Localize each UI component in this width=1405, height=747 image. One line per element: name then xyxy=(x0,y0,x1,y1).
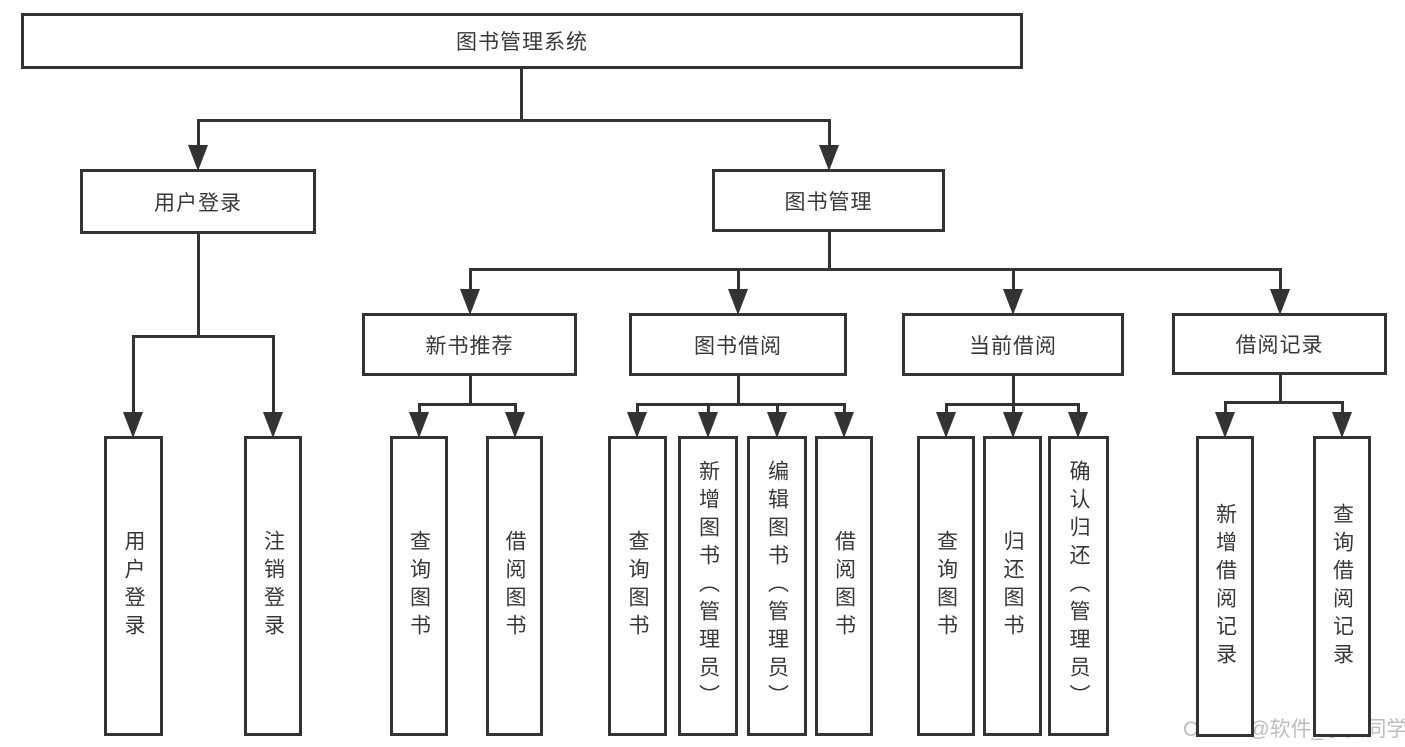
edge-drop-current-borrowing-0 xyxy=(944,404,948,416)
edge-drop-root-0 xyxy=(196,120,200,149)
arrowhead-down-icon xyxy=(123,412,143,438)
edge-drop-book-borrowing-0 xyxy=(635,404,639,416)
edge-trunk-current-borrowing xyxy=(1011,376,1015,404)
arrowhead-down-icon xyxy=(1003,412,1023,438)
arrowhead-down-icon xyxy=(1003,289,1023,315)
edge-drop-book-borrowing-2 xyxy=(775,404,779,416)
node-label-book-borrowing: 图书借阅 xyxy=(694,334,782,358)
edge-drop-new-book-recommend-1 xyxy=(513,404,517,416)
node-label-leaf-query-book-3: 查询图书 xyxy=(934,530,958,642)
arrowhead-down-icon xyxy=(263,412,283,438)
edge-drop-book-management-0 xyxy=(468,269,472,293)
node-leaf-add-record: 新增借阅记录 xyxy=(1196,436,1254,737)
node-leaf-user-login: 用户登录 xyxy=(104,436,163,736)
node-borrowing-records: 借阅记录 xyxy=(1172,313,1387,375)
edge-drop-book-management-2 xyxy=(1011,269,1015,293)
edge-bar-book-management xyxy=(468,267,1282,271)
node-leaf-logout: 注销登录 xyxy=(244,436,302,736)
node-label-leaf-add-book: 新增图书（管理员） xyxy=(696,460,720,712)
node-leaf-query-record: 查询借阅记录 xyxy=(1313,436,1371,737)
arrowhead-down-icon xyxy=(728,289,748,315)
node-label-leaf-borrow-book-2: 借阅图书 xyxy=(832,530,856,642)
node-label-leaf-return-book: 归还图书 xyxy=(1001,530,1024,642)
edge-trunk-root xyxy=(519,69,523,120)
edge-drop-current-borrowing-1 xyxy=(1011,404,1015,416)
edge-drop-user-login-0 xyxy=(131,336,135,416)
arrowhead-down-icon xyxy=(1068,412,1088,438)
node-label-leaf-user-login: 用户登录 xyxy=(122,530,145,642)
edge-drop-root-1 xyxy=(827,120,831,149)
node-root: 图书管理系统 xyxy=(21,13,1023,69)
arrowhead-down-icon xyxy=(819,145,839,171)
edge-bar-borrowing-records xyxy=(1223,400,1344,404)
node-label-leaf-confirm-return: 确认归还（管理员） xyxy=(1067,460,1090,712)
node-label-root: 图书管理系统 xyxy=(456,31,588,54)
edge-trunk-user-login xyxy=(196,234,200,336)
node-label-new-book-recommend: 新书推荐 xyxy=(425,334,514,358)
edge-trunk-borrowing-records xyxy=(1278,375,1282,402)
node-leaf-edit-book: 编辑图书（管理员） xyxy=(747,436,807,736)
node-label-leaf-query-book-1: 查询图书 xyxy=(407,530,431,642)
node-label-leaf-query-book-2: 查询图书 xyxy=(626,530,649,642)
arrowhead-down-icon xyxy=(188,145,208,171)
node-label-current-borrowing: 当前借阅 xyxy=(969,334,1057,358)
edge-drop-book-borrowing-1 xyxy=(706,404,710,416)
node-label-user-login: 用户登录 xyxy=(154,191,242,215)
node-leaf-confirm-return: 确认归还（管理员） xyxy=(1048,436,1109,736)
edge-drop-current-borrowing-2 xyxy=(1076,404,1080,416)
node-label-leaf-edit-book: 编辑图书（管理员） xyxy=(765,460,789,712)
node-label-leaf-add-record: 新增借阅记录 xyxy=(1213,502,1237,671)
node-label-borrowing-records: 借阅记录 xyxy=(1235,334,1324,357)
edge-drop-borrowing-records-1 xyxy=(1340,402,1344,416)
edge-drop-book-management-1 xyxy=(736,269,740,293)
node-leaf-borrow-book-1: 借阅图书 xyxy=(486,436,543,736)
node-book-management: 图书管理 xyxy=(712,169,945,232)
node-new-book-recommend: 新书推荐 xyxy=(362,313,577,376)
node-leaf-add-book: 新增图书（管理员） xyxy=(678,436,738,736)
arrowhead-down-icon xyxy=(767,412,787,438)
node-leaf-query-book-1: 查询图书 xyxy=(390,436,448,736)
node-leaf-return-book: 归还图书 xyxy=(983,436,1042,736)
edge-bar-new-book-recommend xyxy=(417,402,517,406)
arrowhead-down-icon xyxy=(834,412,854,438)
node-book-borrowing: 图书借阅 xyxy=(629,313,847,376)
arrowhead-down-icon xyxy=(936,412,956,438)
node-leaf-borrow-book-2: 借阅图书 xyxy=(815,436,873,736)
edge-drop-new-book-recommend-0 xyxy=(417,404,421,416)
edge-drop-user-login-1 xyxy=(271,336,275,416)
edge-trunk-book-borrowing xyxy=(736,376,740,404)
arrowhead-down-icon xyxy=(1215,412,1235,438)
edge-drop-book-borrowing-3 xyxy=(842,404,846,416)
edge-bar-user-login xyxy=(131,334,275,338)
node-label-leaf-borrow-book-1: 借阅图书 xyxy=(503,530,526,642)
node-leaf-query-book-2: 查询图书 xyxy=(608,436,667,736)
arrowhead-down-icon xyxy=(505,412,525,438)
node-label-book-management: 图书管理 xyxy=(784,190,873,214)
arrowhead-down-icon xyxy=(1270,289,1290,315)
edge-drop-book-management-3 xyxy=(1278,269,1282,293)
arrowhead-down-icon xyxy=(627,412,647,438)
edge-drop-borrowing-records-0 xyxy=(1223,402,1227,416)
arrowhead-down-icon xyxy=(1332,412,1352,438)
arrowhead-down-icon xyxy=(460,289,480,315)
edge-bar-root xyxy=(196,118,831,122)
node-label-leaf-logout: 注销登录 xyxy=(261,530,285,642)
node-user-login: 用户登录 xyxy=(80,169,316,234)
edge-bar-book-borrowing xyxy=(635,402,846,406)
node-leaf-query-book-3: 查询图书 xyxy=(917,436,975,736)
arrowhead-down-icon xyxy=(698,412,718,438)
node-label-leaf-query-record: 查询借阅记录 xyxy=(1330,502,1354,671)
arrowhead-down-icon xyxy=(409,412,429,438)
edge-trunk-book-management xyxy=(827,232,831,269)
node-current-borrowing: 当前借阅 xyxy=(902,313,1124,376)
edge-trunk-new-book-recommend xyxy=(468,376,472,404)
